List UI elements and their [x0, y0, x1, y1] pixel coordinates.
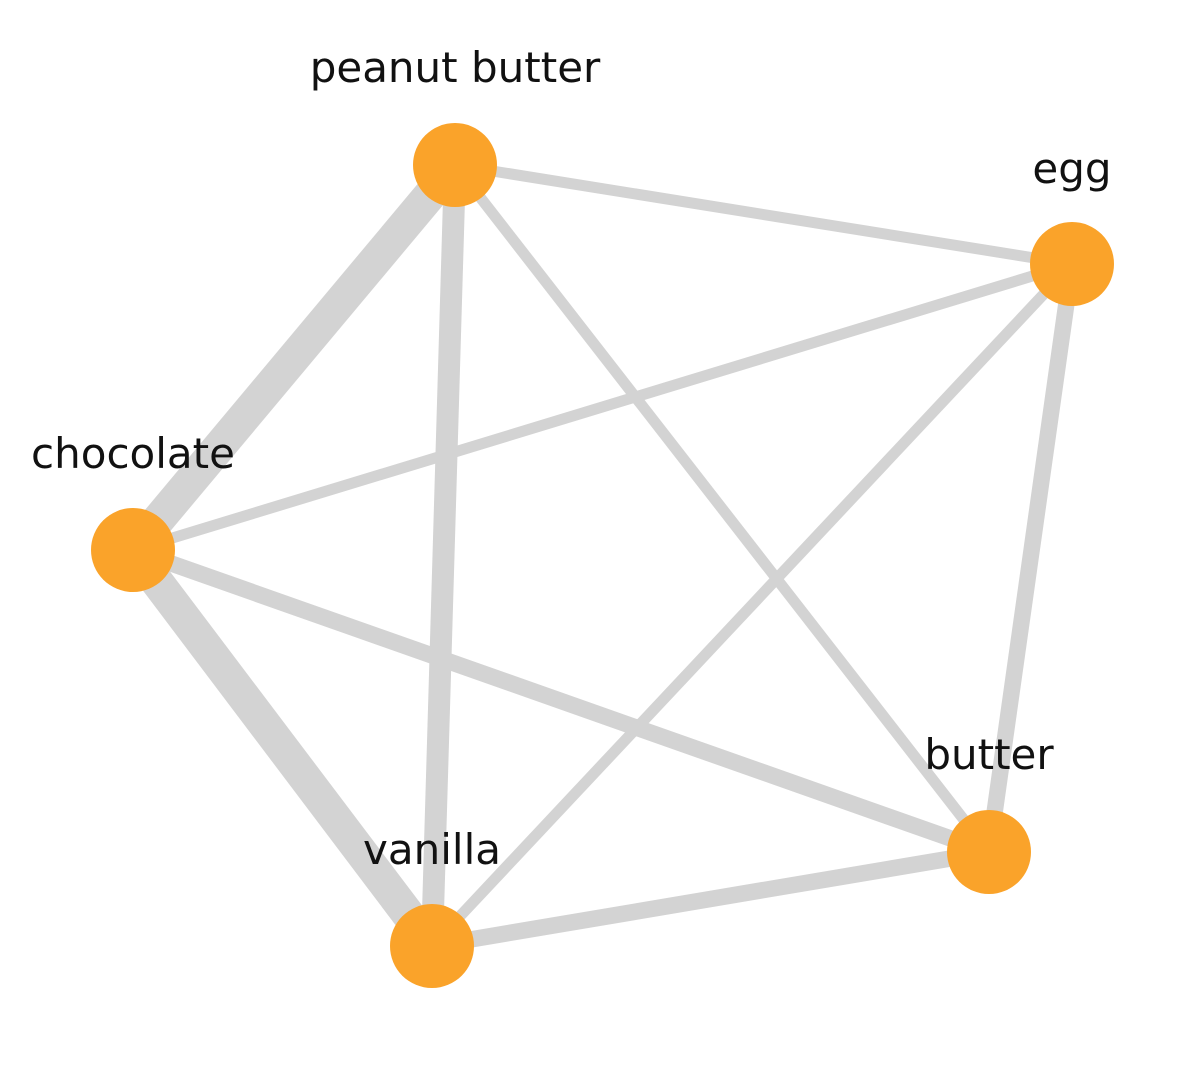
- node-egg: [1030, 222, 1114, 306]
- labels-layer: peanut butter egg chocolate butter vanilla: [31, 43, 1112, 874]
- edge-peanut-butter-egg: [454, 159, 1073, 270]
- node-chocolate: [91, 508, 175, 592]
- edge-peanut-butter-chocolate: [120, 154, 468, 561]
- edge-egg-chocolate: [131, 258, 1074, 556]
- edge-peanut-butter-vanilla: [421, 164, 466, 947]
- node-label-butter: butter: [924, 730, 1054, 779]
- node-label-peanut-butter: peanut butter: [310, 43, 601, 92]
- node-label-vanilla: vanilla: [363, 825, 501, 874]
- nodes-layer: [91, 123, 1114, 988]
- node-peanut-butter: [413, 123, 497, 207]
- edge-vanilla-butter: [430, 843, 991, 955]
- edge-chocolate-vanilla: [119, 540, 446, 956]
- node-butter: [947, 810, 1031, 894]
- edge-chocolate-butter: [130, 542, 992, 860]
- edge-egg-butter: [980, 262, 1081, 854]
- node-label-egg: egg: [1032, 144, 1111, 193]
- edges-layer: [119, 154, 1081, 956]
- edge-egg-vanilla: [427, 260, 1077, 950]
- node-vanilla: [390, 904, 474, 988]
- node-label-chocolate: chocolate: [31, 429, 235, 478]
- edge-peanut-butter-butter: [450, 161, 994, 856]
